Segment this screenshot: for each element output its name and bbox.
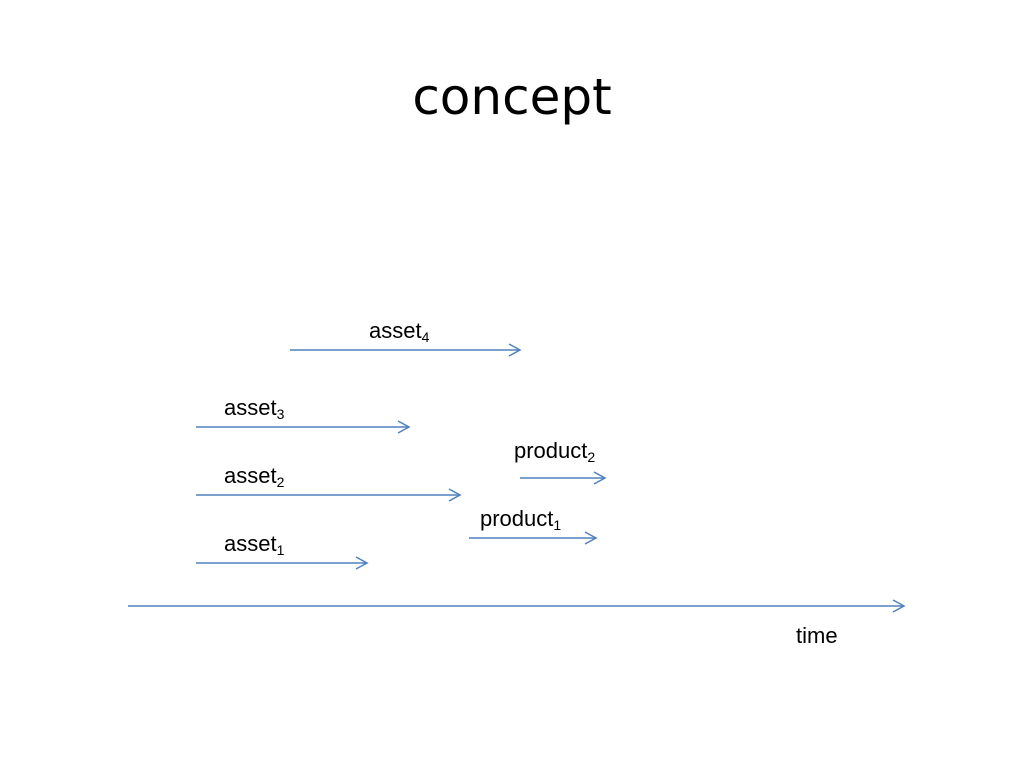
label-product1-index: 1 <box>553 517 562 533</box>
label-asset2-index: 2 <box>276 474 285 490</box>
arrowhead-asset1 <box>355 556 369 570</box>
label-product2: product2 <box>514 438 595 464</box>
time-axis-label: time <box>796 623 838 648</box>
arrowhead-product2 <box>593 471 607 485</box>
arrowhead-asset2 <box>448 488 462 502</box>
label-asset3: asset3 <box>224 395 284 421</box>
time-axis-arrowhead <box>892 599 906 613</box>
slide-title: concept <box>412 68 612 126</box>
arrowhead-asset4 <box>508 343 522 357</box>
label-asset3-index: 3 <box>276 406 285 422</box>
label-asset3-name: asset <box>224 395 277 420</box>
label-asset1-name: asset <box>224 531 277 556</box>
label-asset1: asset1 <box>224 531 284 557</box>
arrowhead-asset3 <box>397 420 411 434</box>
label-product2-index: 2 <box>587 449 596 465</box>
label-asset4-index: 4 <box>421 329 430 345</box>
arrows-layer <box>128 343 906 613</box>
label-product1-name: product <box>480 506 554 531</box>
label-asset4-name: asset <box>369 318 422 343</box>
label-asset2-name: asset <box>224 463 277 488</box>
label-asset2: asset2 <box>224 463 284 489</box>
arrowhead-product1 <box>584 531 598 545</box>
label-asset4: asset4 <box>369 318 429 344</box>
label-product2-name: product <box>514 438 588 463</box>
label-product1: product1 <box>480 506 561 532</box>
label-asset1-index: 1 <box>276 542 285 558</box>
